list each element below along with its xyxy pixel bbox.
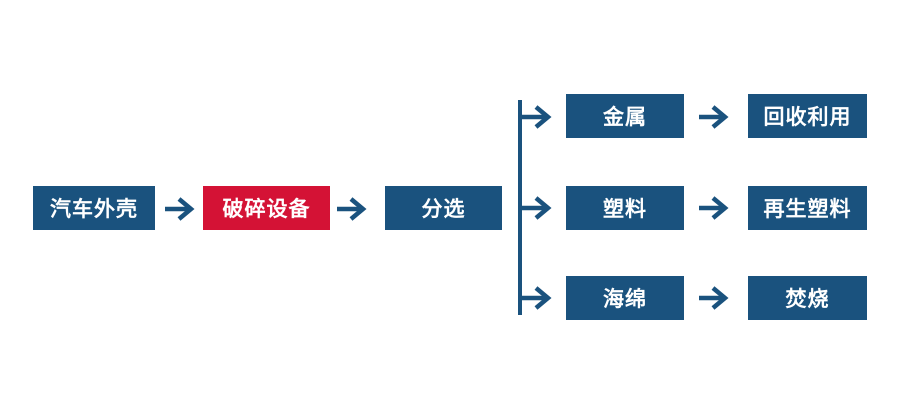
arrow-right-icon: [521, 104, 553, 130]
node-sponge: 海绵: [566, 276, 684, 320]
node-sorting: 分选: [385, 186, 502, 230]
arrow-right-icon: [698, 195, 730, 221]
node-plastic: 塑料: [566, 186, 684, 230]
arrow-right-icon: [521, 195, 553, 221]
node-incineration: 焚烧: [748, 276, 867, 320]
arrow-right-icon: [698, 104, 730, 130]
node-recycle-reuse: 回收利用: [748, 94, 867, 138]
arrow-right-icon: [164, 196, 196, 222]
node-metal: 金属: [566, 94, 684, 138]
arrow-right-icon: [336, 196, 368, 222]
branch-connector-line: [518, 100, 522, 315]
node-recycled-plastic: 再生塑料: [748, 186, 867, 230]
arrow-right-icon: [698, 285, 730, 311]
node-crushing-equipment: 破碎设备: [203, 186, 330, 230]
node-car-shell: 汽车外壳: [33, 186, 155, 230]
arrow-right-icon: [521, 285, 553, 311]
